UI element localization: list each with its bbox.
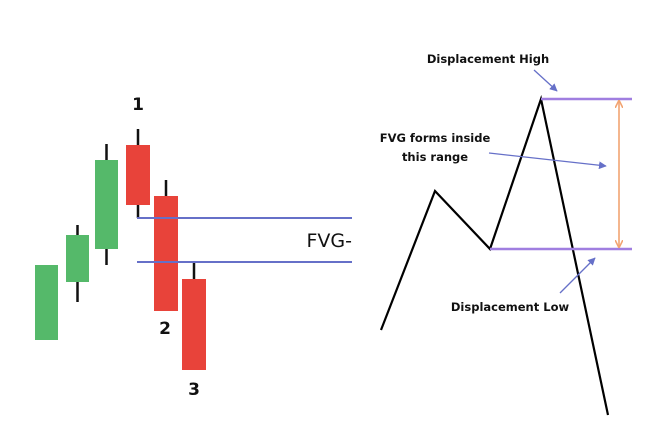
candle-body xyxy=(126,145,150,205)
candle-4-bearish xyxy=(126,129,150,218)
candle-2-bullish xyxy=(66,225,89,302)
candle-5-bearish xyxy=(154,180,178,311)
price-path-line xyxy=(379,94,610,416)
candle-labels: 1 2 3 xyxy=(132,95,200,400)
candle-label-1: 1 xyxy=(132,95,144,115)
fvg-label: FVG- xyxy=(306,230,352,252)
candle-1-bullish xyxy=(35,265,58,340)
candle-6-bearish xyxy=(182,263,206,370)
displacement-high-label: Displacement High xyxy=(427,52,549,66)
candle-body xyxy=(95,160,118,249)
range-note-line2: this range xyxy=(402,150,468,164)
high-pointer-arrow-icon xyxy=(533,69,558,92)
range-pointer-arrow-icon xyxy=(488,152,607,170)
candles-group xyxy=(35,129,206,370)
candle-body xyxy=(154,196,178,311)
candle-body xyxy=(182,279,206,370)
range-note-line1: FVG forms inside xyxy=(380,131,491,145)
candle-body xyxy=(35,265,58,340)
low-pointer-arrow-icon xyxy=(559,257,596,294)
candle-label-2: 2 xyxy=(159,319,171,339)
displacement-low-label: Displacement Low xyxy=(451,300,570,314)
candle-label-3: 3 xyxy=(188,380,200,400)
fvg-zone: FVG- xyxy=(137,217,352,263)
candlestick-chart: FVG- 1 2 3 xyxy=(35,95,352,400)
candle-body xyxy=(66,235,89,282)
displacement-diagram: Displacement High FVG forms inside this … xyxy=(379,52,632,416)
candle-3-bullish xyxy=(95,144,118,265)
